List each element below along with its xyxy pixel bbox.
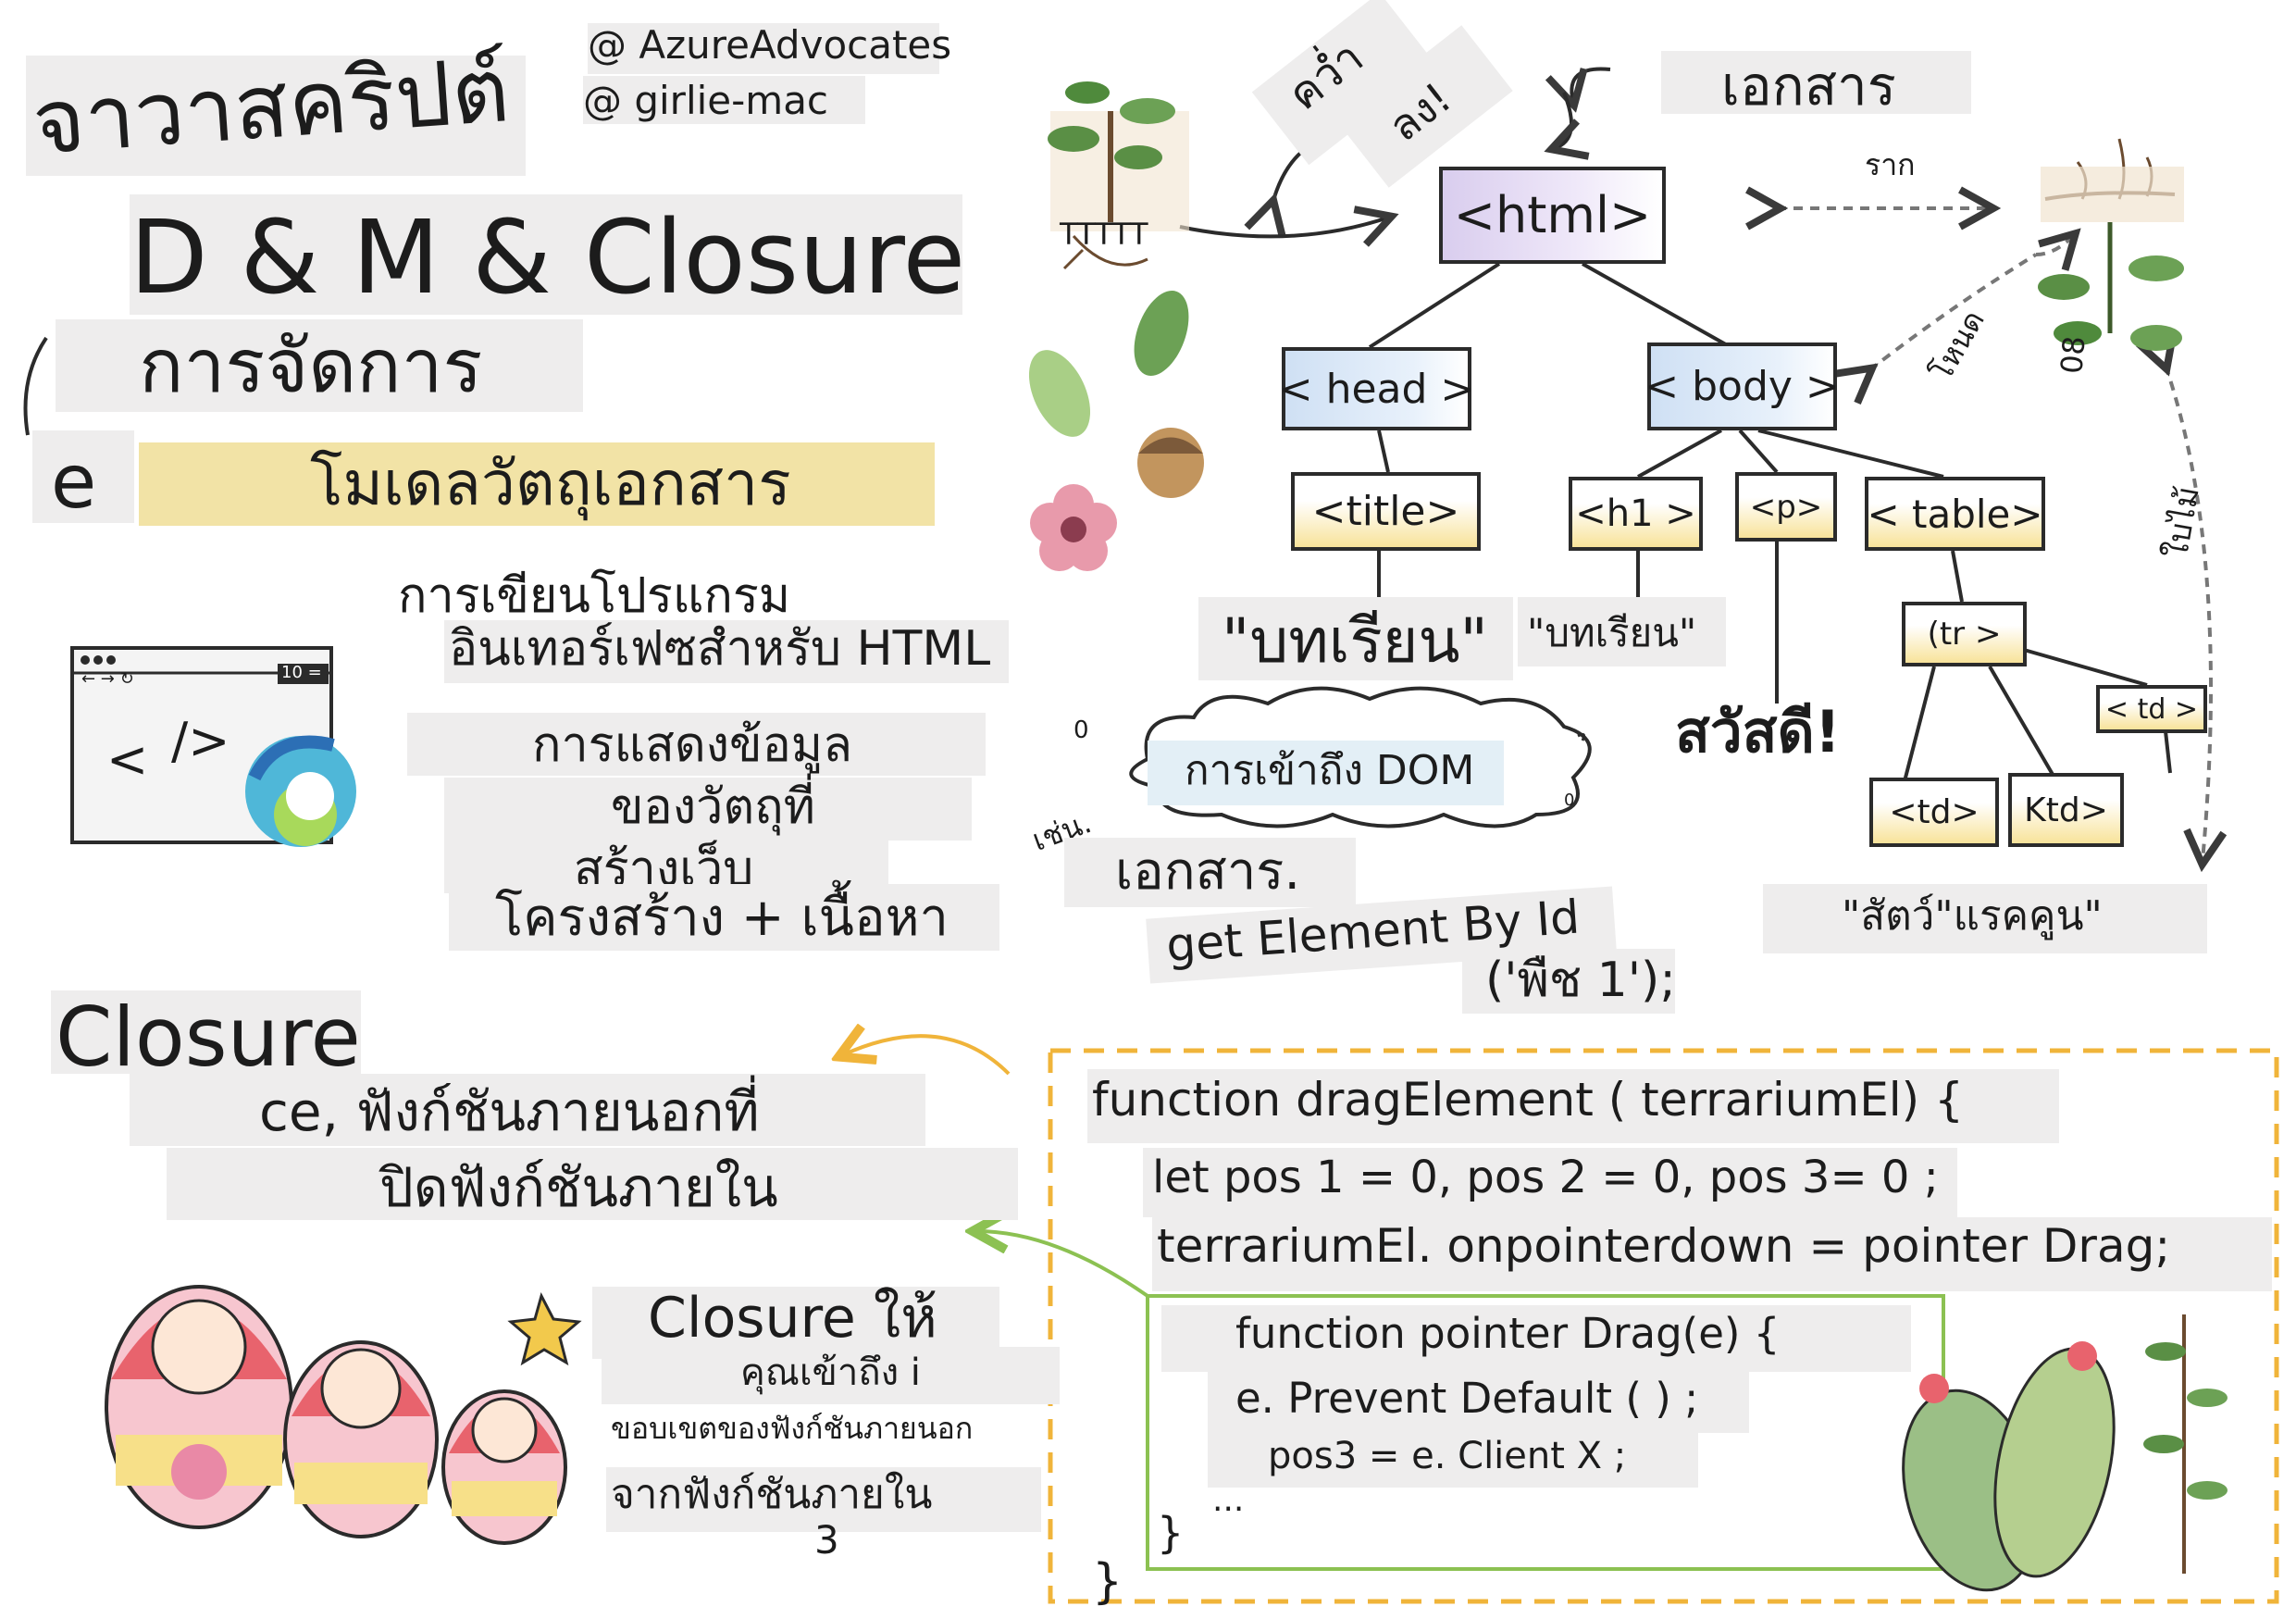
closure-def-1: ce, ฟังก์ชันภายนอกที่ — [259, 1080, 760, 1143]
code-line-let: let pos 1 = 0, pos 2 = 0, pos 3= 0 ; — [1152, 1152, 1939, 1203]
leaf-icon — [1028, 350, 1091, 437]
flower-icon — [1030, 484, 1117, 571]
desc-interface: อินเทอร์เฟซสำหรับ HTML — [449, 621, 991, 677]
acorn-cap-icon — [1138, 437, 1203, 454]
td-node: <td> — [1869, 778, 1999, 847]
p-text: สวัสดี! — [1675, 698, 1842, 766]
html-node: <html> — [1439, 167, 1666, 264]
p-node: <p> — [1735, 472, 1837, 542]
eight-label: 08 — [2054, 334, 2092, 376]
tr-node: (tr > — [1902, 602, 2027, 666]
zero-mark: 0 — [1074, 716, 1089, 744]
table-node: < table> — [1865, 477, 2045, 551]
upside-down-plant-icon — [2038, 138, 2184, 351]
tree-connectors — [1368, 262, 2172, 811]
e-label: e — [51, 439, 97, 525]
leaf-icon — [1134, 291, 1189, 376]
desc-programming: การเขียนโปรแกรม — [398, 568, 791, 624]
desc-objects: ของวัตถุที่ — [611, 779, 815, 835]
closure-title: Closure — [56, 990, 361, 1085]
cloud-text: การเข้าถึง DOM — [1185, 747, 1475, 794]
access-document: เอกสาร. — [1115, 841, 1301, 902]
h1-node: <h1 > — [1569, 477, 1703, 551]
browser-nav-icon: ← → ↻ — [81, 669, 134, 689]
outer-close-brace: } — [1092, 1554, 1123, 1610]
code-block-border — [1048, 1048, 2279, 1604]
zero-mark: 0 — [1564, 791, 1575, 810]
inner-dots: ... — [1212, 1481, 1245, 1519]
title-node: <title> — [1291, 472, 1481, 551]
handle-girlie: @ girlie-mac — [583, 78, 829, 123]
closure-gives-1: Closure ให้ — [648, 1286, 937, 1351]
desc-structure: โครงสร้าง + เนื้อหา — [495, 888, 949, 948]
h1-text: "บทเรียน" — [1527, 610, 1697, 655]
closure-def-2: ปิดฟังก์ชันภายใน — [379, 1156, 778, 1219]
code-glyph-close: /> — [171, 712, 230, 770]
title-text: "บทเรียน" — [1222, 605, 1488, 677]
body-node: < body > — [1644, 342, 1840, 430]
head-node: < head > — [1279, 347, 1474, 430]
desc-representation: การแสดงข้อมูล — [532, 717, 852, 773]
handle-azure: @ AzureAdvocates — [588, 22, 952, 68]
access-arg: ('พืช 1'); — [1485, 953, 1676, 1008]
nesting-dolls-icon — [105, 1285, 567, 1545]
closure-gives-2: คุณเข้าถึง i — [740, 1351, 921, 1394]
bracket-doodle — [23, 336, 48, 436]
td-node: Ktd> — [2008, 773, 2124, 847]
document-label: เอกสาร — [1721, 55, 1896, 118]
manage-label: การจัดการ — [139, 323, 483, 409]
inner-line-pos: pos3 = e. Client X ; — [1268, 1435, 1627, 1477]
plant-label: TTTTT — [1060, 217, 1148, 252]
code-line-handler: terrariumEl. onpointerdown = pointer Dra… — [1157, 1219, 2171, 1273]
cactus-icon — [1902, 1314, 2228, 1592]
browser-bar-text: 10 = — [281, 663, 322, 682]
inner-line-function: function pointer Drag(e) { — [1235, 1309, 1781, 1358]
inner-line-prevent: e. Prevent Default ( ) ; — [1235, 1374, 1699, 1423]
closure-gives-3: ขอบเขตของฟังก์ชันภายนอก — [611, 1411, 974, 1446]
closure-gives-4: จากฟังก์ชันภายใน — [611, 1471, 933, 1518]
star-icon — [507, 1291, 582, 1366]
td-text: "สัตว์"แรคคูน" — [1842, 892, 2103, 940]
code-line-function: function dragElement ( terrariumEl) { — [1092, 1073, 1964, 1127]
page-subtitle: D & M & Closure — [130, 198, 966, 317]
root-label: ราก — [1865, 147, 1916, 182]
dom-title: โมเดลวัตถุเอกสาร — [310, 448, 791, 519]
closure-gives-5: 3 — [814, 1517, 839, 1563]
inner-close-brace: } — [1157, 1508, 1185, 1558]
td-node: < td > — [2096, 685, 2207, 733]
edge-logo-icon — [245, 735, 356, 847]
plant-icon — [1048, 81, 1189, 270]
code-glyph-open: < — [106, 730, 149, 789]
